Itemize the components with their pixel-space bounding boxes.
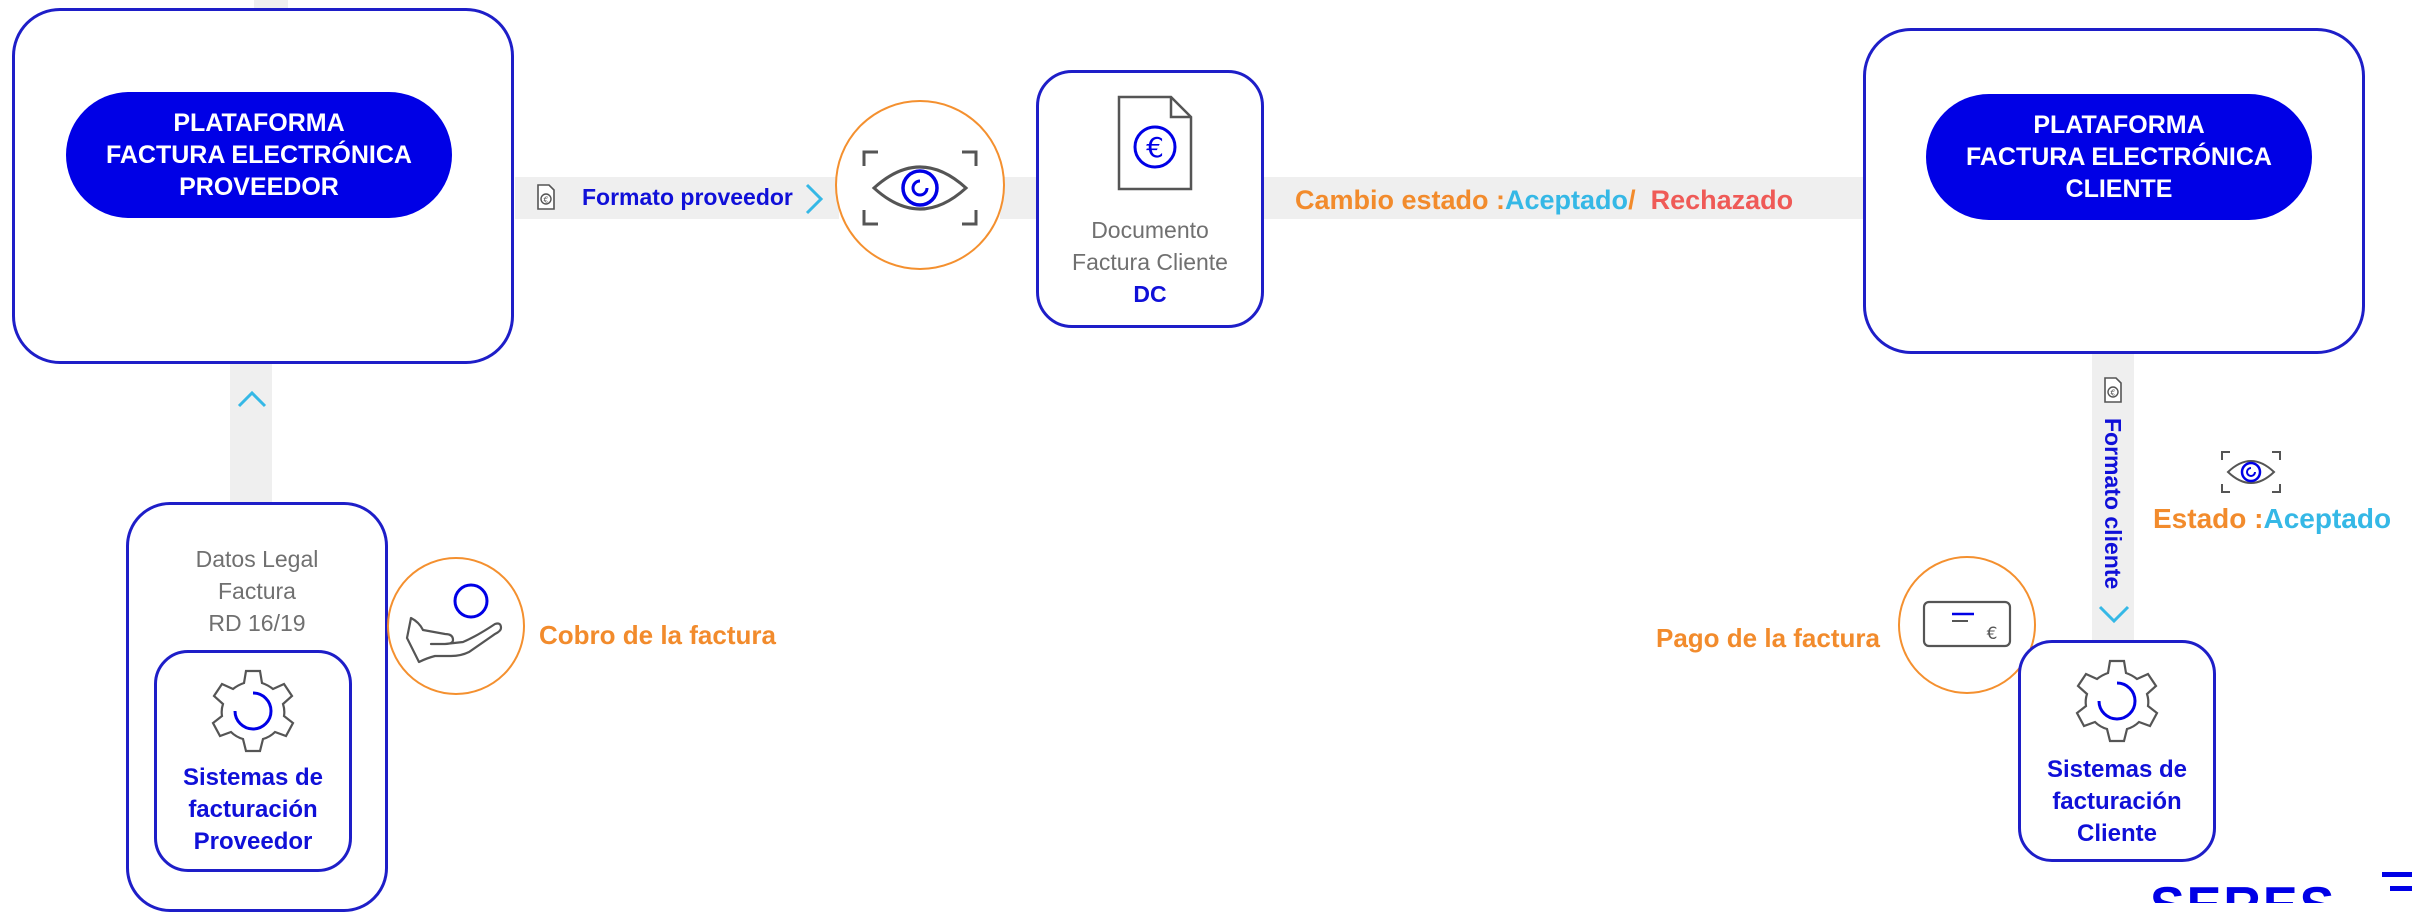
formato-cliente-label: Formato cliente (2100, 418, 2126, 590)
estado-aceptado-text: Aceptado (1505, 185, 1629, 215)
client-system-line-2: facturación (2052, 788, 2182, 815)
eye-scan-icon (862, 150, 978, 226)
seres-logo-text: SERES (2150, 880, 2336, 903)
cambio-estado-label: Cambio estado :Aceptado/ Rechazado (1295, 183, 1793, 217)
svg-text:€: € (1146, 131, 1164, 164)
validation-eye-circle (835, 100, 1005, 270)
eye-to-document-band (1000, 177, 1040, 219)
formato-proveedor-label: Formato proveedor (582, 184, 793, 210)
estado-aceptado-label: Estado :Aceptado (2153, 501, 2391, 537)
estado-prefix: Estado : (2153, 503, 2264, 534)
gear-icon (211, 669, 295, 753)
top-left-connector-band (254, 0, 288, 10)
estado-slash: / (1628, 185, 1636, 215)
logo-bar-1 (2382, 872, 2412, 877)
document-code: DC (1133, 281, 1167, 307)
estado-rechazado-text: Rechazado (1650, 185, 1794, 215)
gear-icon-client (2075, 659, 2159, 743)
chevron-up-icon (237, 390, 267, 408)
provider-platform-line-3: PROVEEDOR (179, 173, 339, 201)
document-line-1: Documento (1091, 217, 1209, 243)
client-platform-line-2: FACTURA ELECTRÓNICA (1965, 143, 2272, 171)
cobro-label: Cobro de la factura (539, 620, 776, 650)
svg-text:€: € (2110, 389, 2115, 398)
client-system-line-3: Cliente (2076, 820, 2157, 847)
provider-system-line-3: Proveedor (193, 828, 313, 855)
client-platform-line-3: CLIENTE (2065, 175, 2173, 203)
client-platform-line-1: PLATAFORMA (2033, 111, 2205, 139)
provider-system-caption: Sistemas de facturación Proveedor (154, 762, 352, 858)
card-euro-icon: € (1922, 600, 2012, 648)
provider-system-line-2: facturación (188, 796, 318, 823)
client-system-caption: Sistemas de facturación Cliente (2018, 754, 2216, 850)
formato-proveedor-band (515, 177, 839, 219)
invoice-document-icon: € (1117, 95, 1193, 191)
legal-data-caption: Datos Legal Factura RD 16/19 (126, 543, 388, 639)
estado-aceptado-value: Aceptado (2263, 503, 2392, 534)
small-eye-scan-icon (2221, 451, 2281, 493)
cambio-estado-prefix: Cambio estado : (1295, 185, 1506, 215)
legal-line-2: Factura (218, 578, 296, 604)
provider-system-line-1: Sistemas de (182, 764, 324, 791)
svg-text:€: € (1987, 624, 1998, 644)
provider-platform-pill: PLATAFORMA FACTURA ELECTRÓNICA PROVEEDOR (66, 92, 452, 218)
provider-platform-line-2: FACTURA ELECTRÓNICA (105, 141, 412, 169)
chevron-right-icon (805, 183, 824, 215)
legal-line-3: RD 16/19 (208, 610, 306, 636)
invoice-euro-icon-client: € (2104, 377, 2122, 403)
provider-platform-line-1: PLATAFORMA (173, 109, 345, 137)
svg-text:€: € (543, 196, 548, 205)
client-system-line-1: Sistemas de (2046, 756, 2188, 783)
document-line-2: Factura Cliente (1072, 249, 1228, 275)
seres-logo: SERES (2150, 862, 2420, 903)
cambio-estado-band (1263, 177, 1865, 219)
invoice-euro-icon: € (537, 184, 555, 210)
logo-bar-2 (2390, 886, 2412, 891)
chevron-down-icon (2098, 605, 2130, 624)
pago-label: Pago de la factura (1656, 623, 1880, 653)
hand-coin-icon (405, 583, 503, 664)
legal-line-1: Datos Legal (195, 546, 319, 572)
document-caption: Documento Factura Cliente DC (1036, 214, 1264, 310)
client-platform-pill: PLATAFORMA FACTURA ELECTRÓNICA CLIENTE (1926, 94, 2312, 220)
provider-vertical-band (230, 362, 272, 502)
